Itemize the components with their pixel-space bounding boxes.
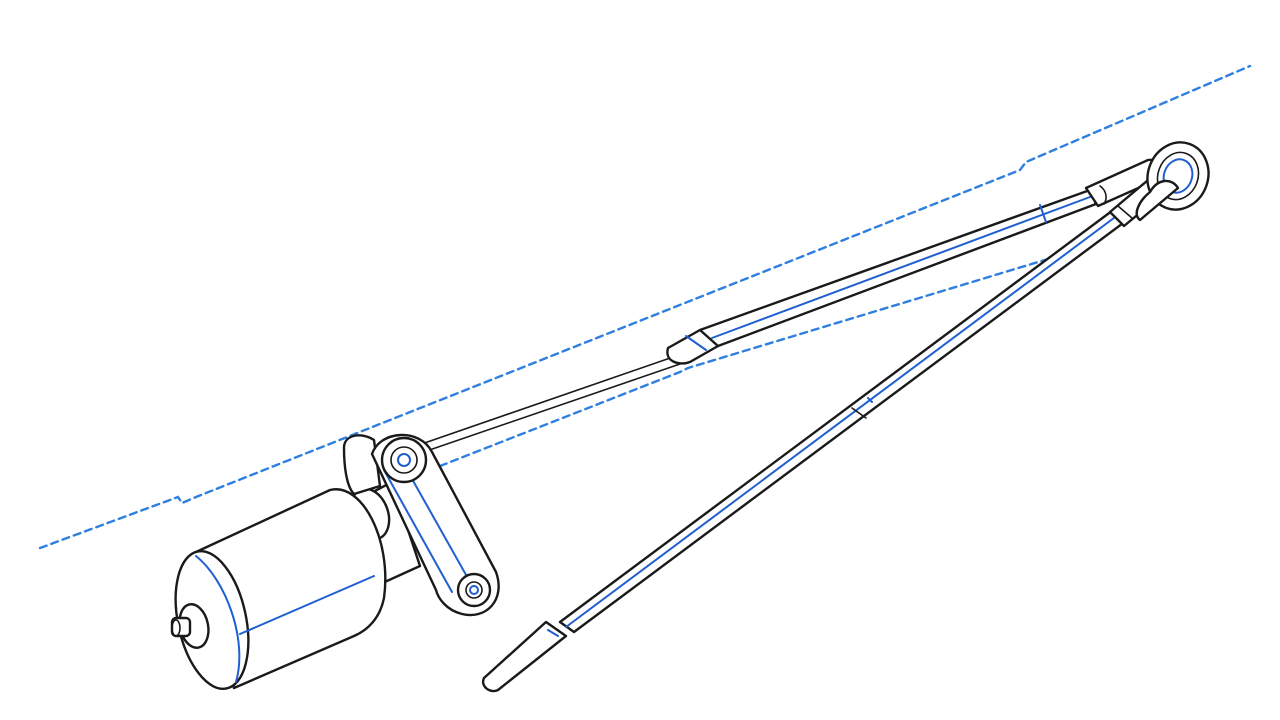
upper-reference-line <box>38 64 1252 550</box>
lower-drive-rod <box>558 168 1176 634</box>
lower-reference-line <box>438 254 1060 468</box>
crank-arm <box>342 433 500 617</box>
motor <box>170 480 422 691</box>
reference-lines <box>38 64 1252 550</box>
rod-end-tip <box>481 620 568 693</box>
pivot-joint <box>1135 141 1210 222</box>
upper-connecting-rod <box>409 158 1163 457</box>
